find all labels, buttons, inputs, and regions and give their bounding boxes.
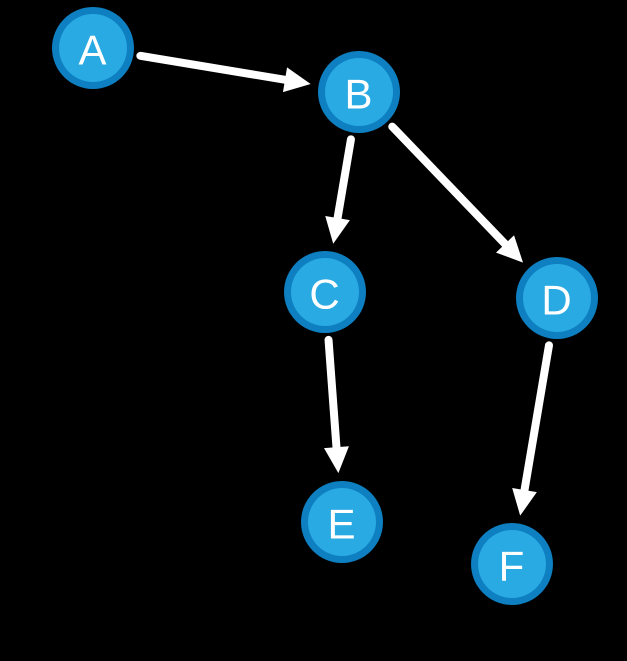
node-label: B <box>344 71 373 118</box>
node-B[interactable]: B <box>318 51 400 133</box>
node-label: C <box>309 271 340 318</box>
node-E[interactable]: E <box>301 481 383 563</box>
edge-B-C <box>325 135 355 244</box>
node-body <box>523 264 591 332</box>
node-C[interactable]: C <box>284 251 366 333</box>
edge-line <box>332 135 355 230</box>
edge-A-B <box>136 51 311 93</box>
edge-line <box>324 335 342 460</box>
node-label: A <box>78 27 107 74</box>
edge-line <box>388 122 515 254</box>
node-A[interactable]: A <box>52 7 134 89</box>
node-body <box>291 258 359 326</box>
arrowhead-icon <box>282 67 311 93</box>
arrowhead-icon <box>324 446 349 474</box>
node-label: E <box>327 501 356 548</box>
node-D[interactable]: D <box>516 257 598 339</box>
edge-D-F <box>512 341 553 516</box>
arrowhead-icon <box>496 235 524 263</box>
edge-line <box>519 341 553 502</box>
node-body <box>325 58 393 126</box>
node-label: F <box>499 543 526 590</box>
node-body <box>478 530 546 598</box>
node-body <box>59 14 127 82</box>
node-label: D <box>541 277 572 324</box>
arrowhead-icon <box>325 215 350 244</box>
edge-C-E <box>324 335 349 474</box>
edge-line <box>136 51 297 86</box>
node-body <box>308 488 376 556</box>
edge-B-D <box>388 122 524 263</box>
node-F[interactable]: F <box>471 523 553 605</box>
arrowhead-icon <box>512 487 537 516</box>
